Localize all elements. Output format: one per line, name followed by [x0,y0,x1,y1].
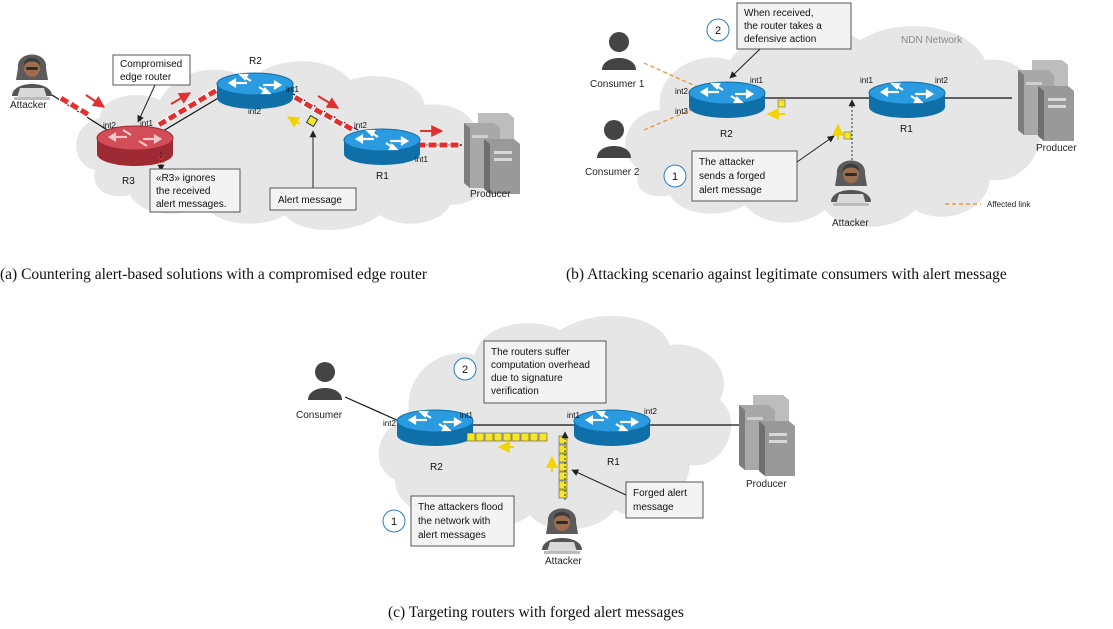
producer-server-icon-c [739,395,795,476]
svg-text:computation overhead: computation overhead [491,360,590,371]
attacker-label-a: Attacker [10,100,47,111]
svg-text:Alert message: Alert message [278,195,342,206]
packets-r3-r2 [156,87,219,129]
svg-text:2: 2 [715,25,721,37]
r1-int1-c: int1 [567,411,580,420]
r2-int2-c: int2 [383,419,396,428]
svg-text:Affected link: Affected link [987,200,1031,209]
consumer2-label: Consumer 2 [585,167,640,178]
r2-label-a: R2 [249,56,262,67]
router-r1-icon-a [342,127,422,167]
r2-label-b: R2 [720,129,733,140]
producer-label-c: Producer [746,479,787,490]
r3-int2: int2 [103,121,116,130]
affected-link-consumer1 [643,62,701,89]
svg-text:defensive action: defensive action [744,34,816,45]
packets-attacker-r3 [58,94,91,118]
svg-text:alert message: alert message [699,185,762,196]
step2-callout-c: 2 The routers suffer computation overhea… [453,340,607,404]
r2-int1-c: int1 [460,411,473,420]
r1-int1-b: int1 [860,76,873,85]
step1-callout-b: 1 The attacker sends a forged alert mess… [663,135,835,202]
svg-text:the router takes a: the router takes a [744,21,822,32]
caption-c: (c) Targeting routers with forged alert … [388,604,684,621]
r2-int3-b: int3 [675,107,688,116]
r2-int1-b: int1 [750,76,763,85]
legend-affected-link: Affected link [945,200,1031,209]
r1-int2-b: int2 [935,76,948,85]
r1-int2-c: int2 [644,407,657,416]
svg-text:«R3» ignores: «R3» ignores [156,173,215,184]
router-r1-icon-c [572,408,652,448]
packets-r2-r1 [292,93,355,133]
svg-text:verification: verification [491,386,539,397]
svg-text:The attacker: The attacker [699,157,755,168]
r1-label-a: R1 [376,171,389,182]
svg-text:1: 1 [672,171,678,183]
arrow-red-1 [85,94,105,108]
r1-int2-a: int2 [354,121,367,130]
svg-text:2: 2 [462,364,468,376]
arrow-yellow-a [286,116,301,128]
callout-forged-alert: Forged alert message [571,469,704,519]
packets-a [58,87,460,153]
svg-text:the network with: the network with [418,516,490,527]
r1-label-c: R1 [607,457,620,468]
r3-label: R3 [122,176,135,187]
callout-ignores: «R3» ignores the received alert messages… [149,168,241,213]
ndn-network-label: NDN Network [901,35,963,46]
callout-alert-message: Alert message [269,130,357,211]
r2-int2-a: int2 [248,107,261,116]
router-r2-icon-b [687,80,767,120]
svg-text:message: message [633,502,674,513]
step2-callout-b: 2 When received, the router takes a defe… [706,2,852,79]
svg-text:alert messages.: alert messages. [156,199,227,210]
arrow-red-3 [317,95,340,109]
svg-text:due to signature: due to signature [491,373,563,384]
svg-text:1: 1 [391,516,397,528]
r3-int1: int1 [140,119,153,128]
producer-label-b: Producer [1036,143,1077,154]
attacker-icon-a [12,54,52,100]
consumer1-icon [602,32,636,70]
router-r1-icon-b [867,80,947,120]
svg-text:alert messages: alert messages [418,530,486,541]
consumer-label-c: Consumer [296,410,343,421]
r2-int2-b: int2 [675,87,688,96]
caption-a: (a) Countering alert-based solutions wit… [0,266,427,283]
arrow-red-2 [170,92,192,105]
panel-c: Consumer R2 int1 int2 R1 int1 int2 Produ… [296,315,795,567]
callout-compromised: Compromised edge router [112,54,191,123]
link-r3-r2 [157,93,226,135]
svg-text:The attackers flood: The attackers flood [418,502,503,513]
consumer-icon-c [308,362,342,400]
r2-label-c: R2 [430,462,443,473]
caption-b: (b) Attacking scenario against legitimat… [566,266,1007,283]
r1-label-b: R1 [900,124,913,135]
svg-text:the received: the received [156,186,210,197]
panel-a: Attacker R3 int2 int1 R2 int1 int2 R1 in… [10,54,520,230]
alert-flood-c [466,431,569,500]
attacker-label-c: Attacker [545,556,582,567]
svg-text:When received,: When received, [744,8,813,19]
packets-r1-producer [416,141,460,149]
svg-text:sends a forged: sends a forged [699,171,765,182]
alert-packet-a [305,114,319,128]
cloud-b [625,26,1041,227]
router-r2-icon-a [215,71,295,111]
svg-text:Compromised: Compromised [120,59,182,70]
producer-server-icon-a [464,113,520,194]
producer-server-icon-b [1018,60,1074,141]
panel-b: Consumer 1 Consumer 2 R2 int1 int2 int3 … [585,2,1077,229]
consumer1-label: Consumer 1 [590,79,645,90]
producer-label-a: Producer [470,189,511,200]
svg-text:edge router: edge router [120,72,172,83]
svg-text:Forged alert: Forged alert [633,488,687,499]
svg-text:The routers suffer: The routers suffer [491,347,570,358]
r2-int1-a: int1 [286,85,299,94]
r1-int1-a: int1 [415,155,428,164]
step1-callout-c: 1 The attackers flood the network with a… [382,495,515,547]
attacker-label-b: Attacker [832,218,869,229]
